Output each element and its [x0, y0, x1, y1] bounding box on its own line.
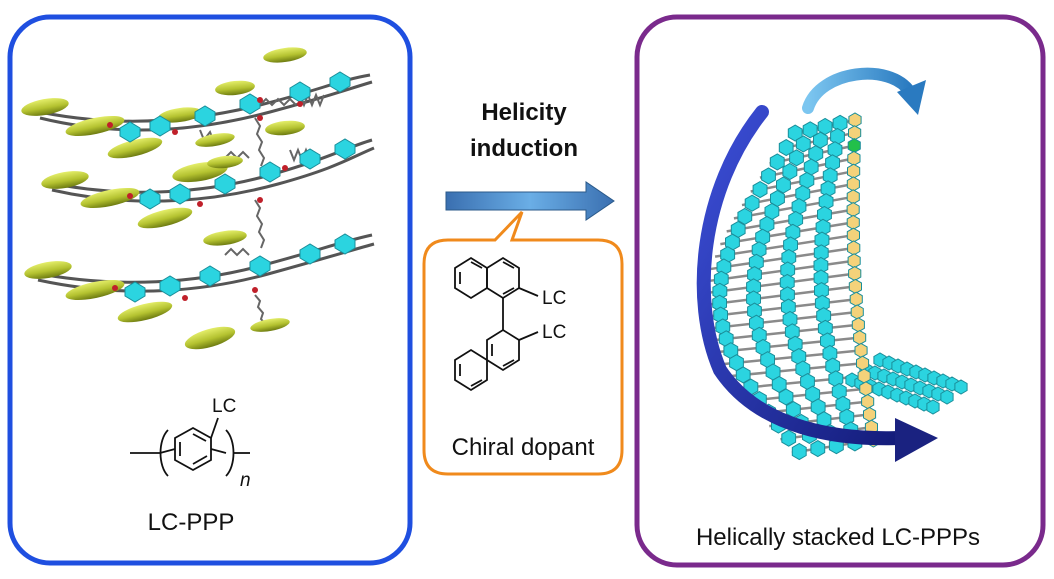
dopant-substituent-bottom: LC	[542, 322, 566, 343]
helix-phenyl-ring	[940, 389, 954, 405]
arrow-label-line1: Helicity	[481, 99, 567, 126]
helix-core-ring	[863, 406, 877, 422]
polymer-layer-3	[24, 197, 375, 350]
helix-core-ring	[857, 368, 871, 384]
helix-core-ring	[847, 163, 861, 179]
helix-phenyl-ring	[822, 167, 838, 185]
helix-phenyl-ring	[776, 176, 791, 194]
callout-caption: Chiral dopant	[452, 434, 595, 461]
oxygen-atoms	[107, 97, 303, 135]
helix-phenyl-ring	[832, 114, 848, 132]
helix-phenyl-ring	[737, 207, 753, 225]
left-panel: LC n LC-PPP	[7, 14, 413, 566]
helix-core-rings	[846, 112, 880, 448]
helix-core-ring	[850, 304, 864, 320]
center-section: Helicity induction	[422, 99, 624, 476]
top-curl-arrow	[802, 67, 926, 115]
helix-core-ring	[854, 342, 868, 358]
helix-phenyl-ring	[827, 141, 843, 159]
right-panel: Helically stacked LC-PPPs	[634, 14, 1046, 568]
phenyl-rings	[119, 71, 351, 143]
ppp-subscript-n: n	[240, 470, 251, 491]
helix-phenyl-ring	[752, 181, 768, 199]
helix-core-ring	[846, 227, 860, 243]
binaphthyl-structure	[454, 256, 539, 392]
helix-phenyl-ring	[830, 127, 845, 146]
helix-phenyl-ring	[778, 388, 794, 406]
oxygen-atoms	[112, 197, 263, 301]
helix-phenyl-ring	[778, 139, 794, 157]
helix-phenyl-ring	[769, 153, 785, 171]
arrow-label-line2: induction	[470, 135, 578, 162]
mesogen-ellipses	[21, 47, 307, 159]
helix-phenyl-ring	[761, 167, 776, 185]
helix-core-ring	[848, 112, 862, 128]
helix-core-ring	[851, 317, 865, 333]
helix-phenyl-ring	[781, 429, 797, 447]
helix-core-ring	[853, 330, 867, 346]
helix-phenyl-ring	[954, 379, 968, 395]
helix-core-ring	[847, 150, 861, 166]
helix-phenyl-ring	[782, 162, 798, 181]
helix-phenyl-ring	[744, 194, 760, 212]
alkyl-spacers	[224, 199, 267, 326]
helix-phenyl-ring	[926, 399, 940, 415]
helix-core-ring	[846, 176, 860, 192]
mesogen-ellipses	[41, 120, 305, 229]
helix-core-ring	[856, 355, 870, 371]
helix-phenyl-ring	[795, 135, 811, 153]
dopant-substituent-top: LC	[542, 288, 566, 309]
helix-core-ring	[861, 394, 875, 410]
helix-core-ring	[847, 138, 861, 154]
helix-core-ring	[846, 214, 860, 230]
helix-phenyl-ring	[825, 154, 840, 172]
helix-core-ring	[848, 278, 862, 294]
helicity-induction-arrow	[445, 181, 615, 221]
ppp-substituent-label: LC	[212, 396, 236, 417]
phenyl-rings	[139, 138, 356, 210]
helix-core-ring	[846, 189, 860, 205]
helix-core-ring	[849, 291, 863, 307]
left-panel-border	[7, 14, 413, 566]
right-panel-caption: Helically stacked LC-PPPs	[696, 524, 980, 551]
helix-phenyl-ring	[810, 440, 826, 458]
ppp-repeat-unit	[130, 417, 250, 477]
polymer-layer-1	[21, 47, 373, 159]
helix-phenyl-ring	[787, 124, 803, 142]
helix-phenyl-ring	[791, 442, 807, 461]
phenyl-rings	[124, 233, 356, 303]
helix-core-ring	[848, 125, 862, 141]
helix-core-ring	[859, 381, 873, 397]
helix-core-ring	[846, 202, 860, 218]
helix-core-ring	[848, 266, 862, 282]
mesogen-ellipses	[24, 230, 290, 350]
oxygen-atoms	[127, 115, 288, 207]
helix-core-ring	[847, 253, 861, 269]
helix-phenyl-ring	[789, 149, 804, 167]
chiral-dopant-callout: LC LC Chiral dopant	[422, 210, 624, 476]
left-panel-caption: LC-PPP	[148, 509, 235, 536]
polymer-layer-2	[41, 115, 375, 229]
spiral-arrow	[696, 105, 938, 462]
helix-phenyl-ring	[735, 366, 751, 384]
helix-phenyl-ring	[802, 121, 818, 139]
helix-core-ring	[847, 240, 861, 256]
